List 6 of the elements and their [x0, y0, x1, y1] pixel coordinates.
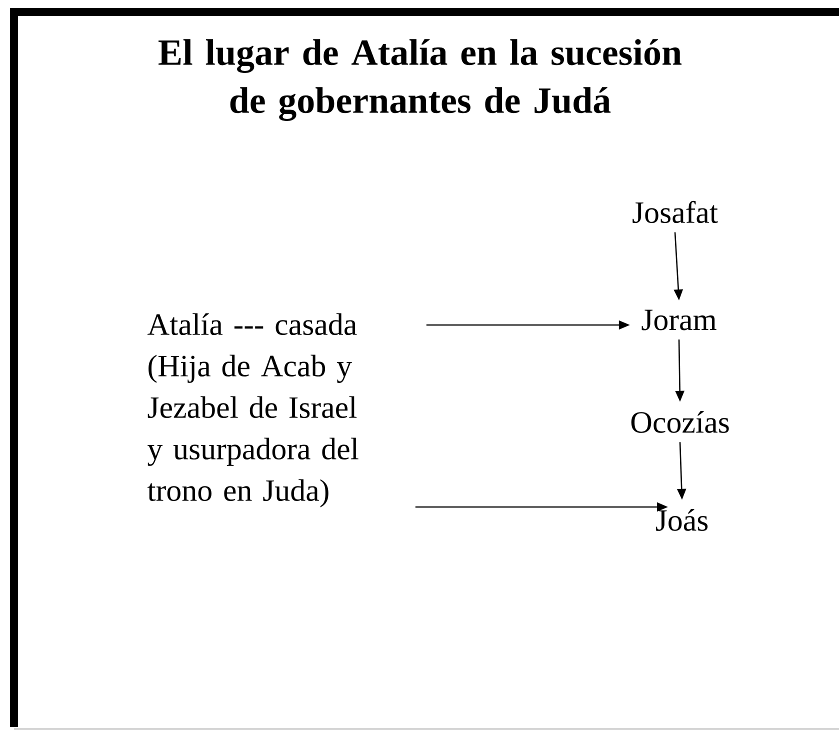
name-text: Joram	[642, 310, 716, 330]
name-text: Joás	[656, 509, 708, 531]
name-text: Atalía --- casada (Hija de Acab y Jezabel de Israel y usurpadora del trono en Juda)	[148, 313, 358, 508]
title: El lugar de Atalía en la sucesión de gobernantes de Judá	[158, 39, 682, 121]
name-text: Ocozías	[631, 411, 729, 433]
name-text: Josafat	[632, 200, 718, 224]
